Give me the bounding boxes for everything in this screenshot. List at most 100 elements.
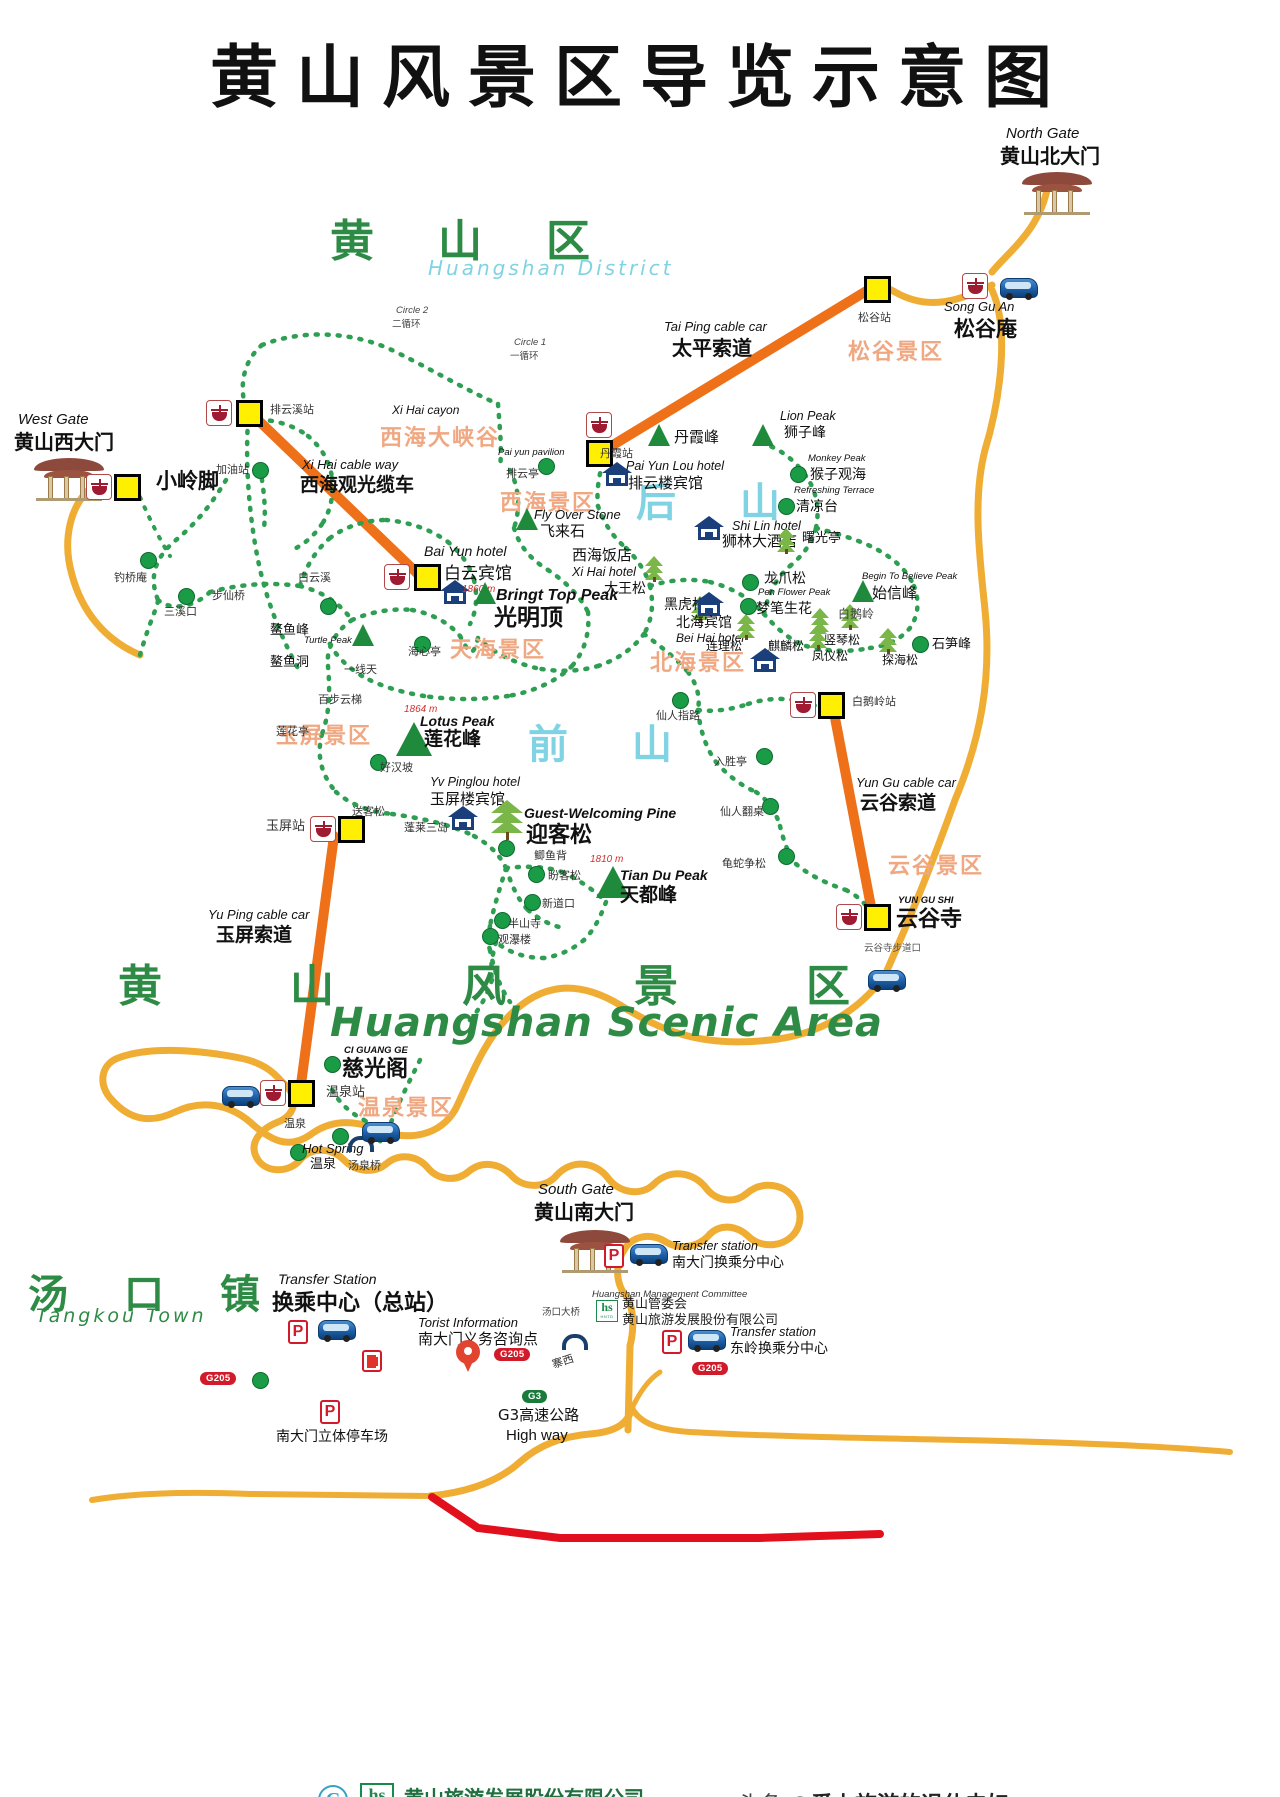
xihai-cable-label-en: Xi Hai cable way [302, 457, 399, 472]
circle1-label-en: Circle 1 [514, 337, 547, 348]
node-hotspring[interactable] [290, 1144, 307, 1161]
turtle-peak-label-cn: 鳌鱼峰 [270, 623, 310, 638]
node-baieling[interactable] [672, 692, 689, 709]
node-guisezhengsong[interactable] [370, 754, 387, 771]
danxia-peak-label: 丹霞峰 [674, 428, 720, 446]
node-banshansi[interactable] [482, 928, 499, 945]
west-gate-icon[interactable] [34, 456, 104, 502]
station-baieling-square[interactable] [818, 692, 845, 719]
node-refreshing-terrace[interactable] [778, 498, 795, 515]
yungushi-label-en: YUN GU SHI [898, 895, 954, 906]
ciguangge-label-cn: 慈光阁 [342, 1057, 409, 1082]
node-sanxikou[interactable] [178, 588, 195, 605]
node-xindaokou[interactable] [494, 912, 511, 929]
node-yingkesong[interactable] [498, 840, 515, 857]
songgu-an-label-en: Song Gu An [944, 299, 1015, 314]
lotus-peak-label-en: Lotus Peak [420, 713, 495, 729]
cable-station-baiyun-icon[interactable] [384, 564, 410, 590]
node-shisunfeng[interactable] [912, 636, 929, 653]
yuping-cable-label-en: Yu Ping cable car [208, 907, 310, 922]
cable-station-baieling-icon[interactable] [790, 692, 816, 718]
cable-station-songgu-icon[interactable] [962, 273, 988, 299]
zone-tianhai: 天海景区 [450, 638, 547, 663]
parking-icon-south-gate[interactable]: P [604, 1244, 624, 1268]
node-jiyubei[interactable] [528, 866, 545, 883]
node-monkey-peak[interactable] [790, 466, 807, 483]
hs-logo-top: hs [368, 1785, 386, 1797]
route-shield-g205-east: G205 [692, 1362, 729, 1375]
station-wenquan-square[interactable] [288, 1080, 315, 1107]
parking-icon-transfer-center[interactable]: P [288, 1320, 308, 1344]
station-xiaolingjiao-square[interactable] [114, 474, 141, 501]
node-shuguangting[interactable] [742, 574, 759, 591]
yungu-cable-label-en: Yun Gu cable car [856, 775, 956, 790]
map-pin-icon-tourist-info[interactable] [456, 1340, 480, 1372]
node-rushengting[interactable] [762, 798, 779, 815]
refreshing-terrace-label-cn: 清凉台 [796, 499, 838, 515]
cable-station-yuping-icon[interactable] [310, 816, 336, 842]
g3-highway [428, 1493, 884, 1542]
bus-icon-east-transfer [688, 1330, 726, 1352]
xihai-cable [253, 415, 425, 581]
cable-station-yungu-icon[interactable] [836, 904, 862, 930]
node-pankesong[interactable] [524, 894, 541, 911]
cable-station-wenquan-icon[interactable] [260, 1080, 286, 1106]
toutiao-prefix: 头条 [738, 1793, 782, 1797]
parking-icon-east-transfer[interactable]: P [662, 1330, 682, 1354]
station-songgu-square[interactable] [864, 276, 891, 303]
node-paiyunting[interactable] [538, 458, 555, 475]
qilinsong-label: 曙光亭 [802, 531, 842, 546]
node-haixinting[interactable] [414, 636, 431, 653]
gas-pump-icon[interactable] [362, 1350, 382, 1372]
cable-station-paiyunxi-icon[interactable] [206, 400, 232, 426]
hotel-icon-shilin [750, 648, 780, 672]
banshansi-label: 观瀑楼 [498, 933, 531, 946]
station-paiyunxi-label: 排云溪站 [270, 403, 314, 416]
station-yungu-square[interactable] [864, 904, 891, 931]
station-baiyun-square[interactable] [414, 564, 441, 591]
station-yuping-label: 玉屏站 [266, 819, 306, 834]
north-gate-icon[interactable] [1022, 170, 1092, 216]
guishezhengsong-label: 好汉坡 [380, 761, 413, 774]
xihai-cable-label-cn: 西海观光缆车 [300, 474, 415, 496]
south-gate-icon[interactable] [560, 1228, 630, 1274]
node-penflower[interactable] [740, 598, 757, 615]
node-xianrenfanzhuo[interactable] [778, 848, 795, 865]
pine-icon-fengyisong [878, 628, 898, 654]
transfer-center-label-cn: 换乘中心（总站） [272, 1291, 449, 1316]
node-ciguangge[interactable] [324, 1056, 341, 1073]
tiandu-peak-elevation: 1810 m [590, 854, 624, 865]
baiyunxi-label: 白云溪 [298, 571, 331, 584]
lion-peak-label-en: Lion Peak [780, 409, 836, 423]
west-gate-label-en: West Gate [18, 411, 89, 428]
cable-station-danxia-icon[interactable] [586, 412, 612, 438]
station-paiyunxi-square[interactable] [236, 400, 263, 427]
node-diaoqiaoan[interactable] [140, 552, 157, 569]
fengyisong-label: 探海松 [882, 653, 919, 667]
bus-icon-south-transfer [630, 1244, 668, 1266]
baiyun-hotel-label-cn: 白云宾馆 [444, 564, 512, 584]
taiping-cable-label-en: Tai Ping cable car [664, 319, 767, 334]
parking-icon-south-gate-garage[interactable]: P [320, 1400, 340, 1424]
lion-peak-label-cn: 狮子峰 [784, 425, 826, 441]
lanshengqiao-label: 汤泉桥 [348, 1159, 381, 1172]
bus-icon-yungu [868, 970, 906, 992]
yuping-cable-label-cn: 玉屏索道 [216, 924, 293, 946]
cable-station-xiaolingjiao-icon[interactable] [86, 474, 112, 500]
toutiao-handle: @爱上旅游的退休夫妇 [789, 1793, 1009, 1797]
pankesong-label: 新道口 [542, 897, 575, 910]
node-baiyunxi[interactable] [320, 598, 337, 615]
buxianqiao-label: 步仙桥 [212, 589, 245, 602]
hs-logo-management: hs HNTD [596, 1300, 618, 1322]
station-yuping-square[interactable] [338, 816, 365, 843]
trail-xiaolingjiao [138, 495, 172, 558]
toutiao-watermark: 头条 @爱上旅游的退休夫妇 [738, 1787, 1009, 1797]
peak-icon-danxia [648, 424, 670, 446]
node-fuwuzhan[interactable] [252, 462, 269, 479]
hotel-icon-xihai [694, 516, 724, 540]
node-guanpulou[interactable] [332, 1128, 349, 1145]
node-zhaixi[interactable] [252, 1372, 269, 1389]
peak-icon-turtle [352, 624, 374, 646]
taiping-cable [603, 285, 873, 453]
node-xianrenzhilu[interactable] [756, 748, 773, 765]
